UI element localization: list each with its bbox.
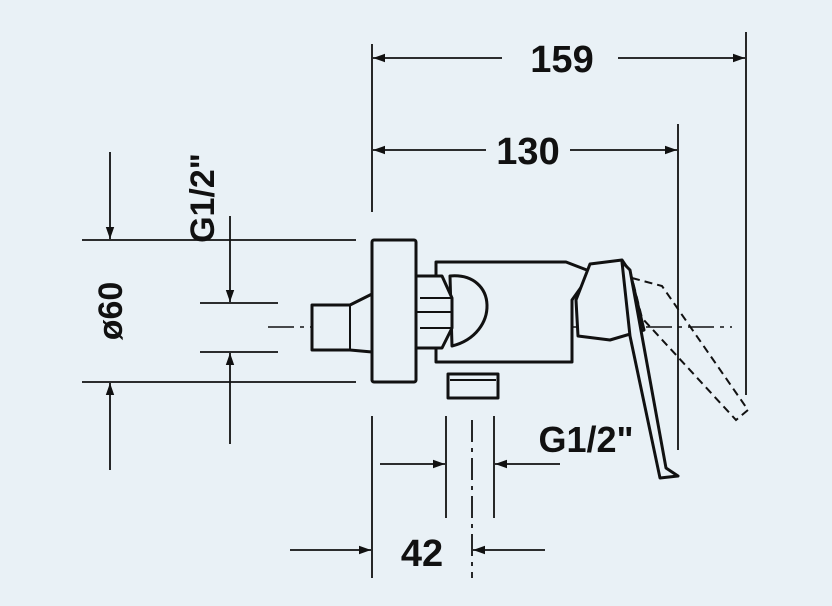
dimension-outlet-offset bbox=[290, 416, 545, 578]
dimension-inlet-thread bbox=[200, 216, 278, 444]
dimension-label-42: 42 bbox=[401, 533, 443, 575]
dimension-label-diameter-60: ø60 bbox=[92, 282, 130, 341]
dimension-label-outlet-thread: G1/2" bbox=[538, 419, 633, 460]
dimension-handle-length bbox=[373, 124, 679, 450]
dimension-rosette-diameter bbox=[82, 152, 356, 470]
outlet-spout bbox=[446, 372, 500, 400]
valve-dome bbox=[448, 274, 489, 348]
dimension-label-130: 130 bbox=[496, 131, 559, 173]
dimension-label-inlet-thread: G1/2" bbox=[184, 153, 222, 243]
dimension-outlet-thread bbox=[380, 416, 560, 518]
lever-handle-alternate-position bbox=[630, 276, 750, 422]
dimension-label-159: 159 bbox=[530, 39, 593, 81]
valve-illustration bbox=[310, 238, 680, 480]
lever-handle bbox=[620, 260, 680, 480]
inlet-connector bbox=[310, 292, 374, 354]
dimension-overall-length bbox=[371, 32, 747, 395]
wall-rosette bbox=[370, 238, 418, 384]
